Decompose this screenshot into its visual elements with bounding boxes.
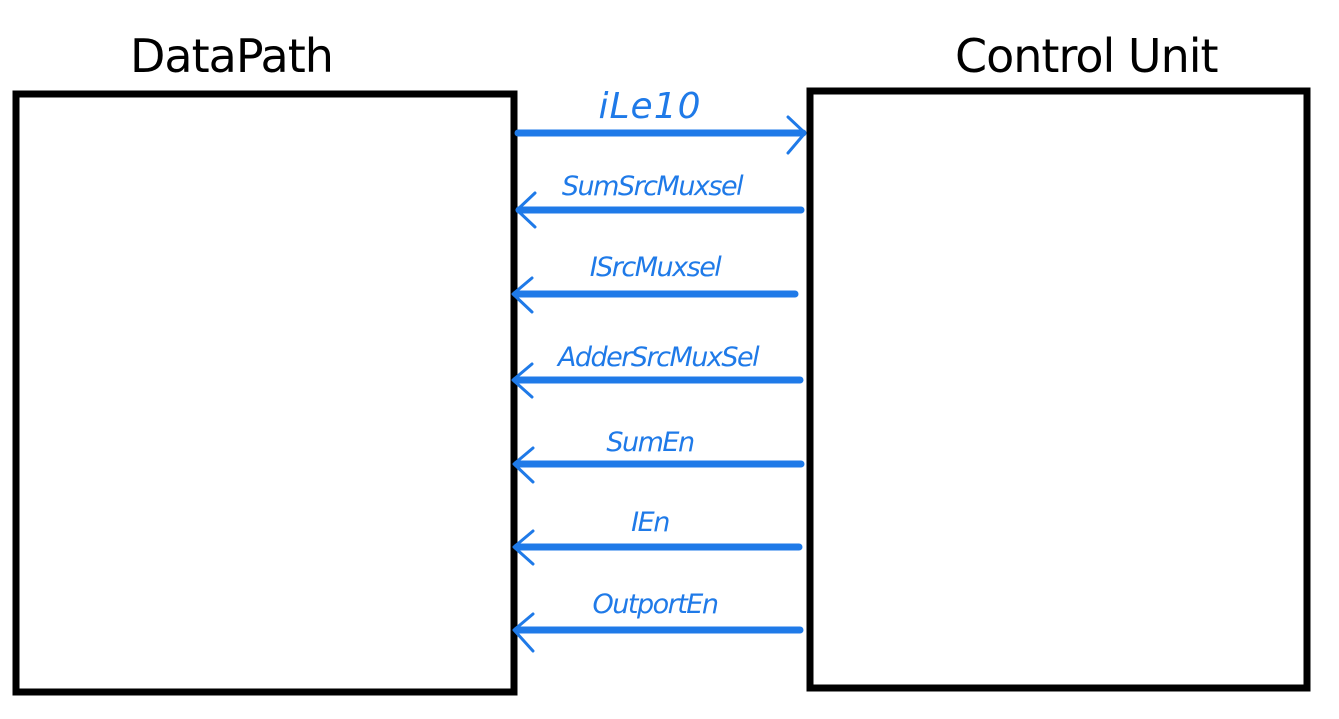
signal-label-outporten: OutportEn [593,589,718,620]
arrowhead-left [511,362,534,399]
signal-addersrcmuxsel: AdderSrcMuxSel [511,342,804,399]
datapath-block [12,90,518,696]
signal-sumsrcmuxsel: SumSrcMuxsel [515,171,805,229]
arrowhead-left [512,529,535,566]
control-unit-title: Control Unit [955,29,1218,83]
control-unit-block [806,87,1311,692]
arrowhead-left [515,191,537,229]
arrowhead-left [512,446,535,484]
signal-ien: IEn [512,507,803,566]
signal-label-addersrcmuxsel: AdderSrcMuxSel [556,342,760,373]
signal-outporten: OutportEn [512,589,804,653]
signal-sumen: SumEn [512,427,805,484]
signal-ile10: iLe10 [514,86,807,155]
arrowhead-left [511,276,534,314]
signal-label-sumen: SumEn [606,427,694,458]
signal-label-sumsrcmuxsel: SumSrcMuxsel [562,171,744,202]
arrowhead-left [512,612,535,653]
signal-isrcmuxsel: ISrcMuxsel [511,252,799,314]
arrowhead-right [786,115,807,155]
signal-label-isrcmuxsel: ISrcMuxsel [590,252,723,283]
signal-label-ile10: iLe10 [598,86,701,127]
signals-layer: iLe10 SumSrcMuxsel ISrcMuxsel AdderSrcMu… [511,86,807,653]
datapath-title: DataPath [130,29,333,83]
signal-label-ien: IEn [631,507,669,538]
